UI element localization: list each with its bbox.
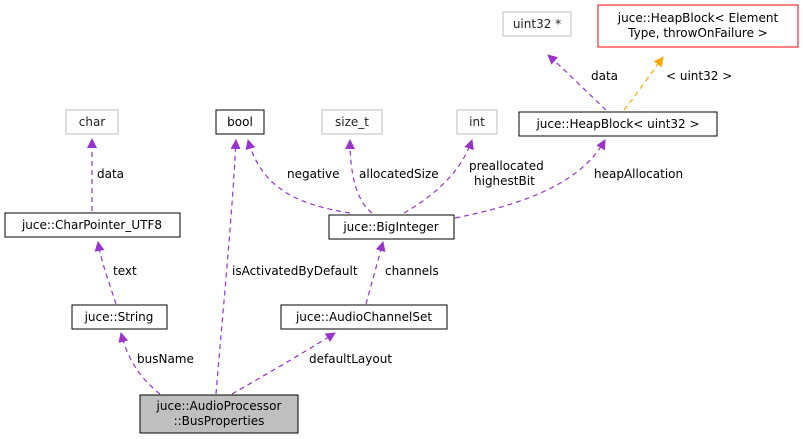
edge-channels [365, 241, 386, 305]
node-biginteger-label: juce::BigInteger [342, 220, 438, 234]
edge-label-template-arg: < uint32 > [666, 69, 732, 83]
edge-negative [245, 139, 351, 214]
node-uint32-ptr[interactable]: uint32 * [502, 11, 572, 37]
edge-template-instance [623, 56, 664, 111]
node-char[interactable]: char [65, 109, 119, 135]
node-size-t-label: size_t [335, 115, 369, 129]
edge-label-preallocated: preallocated [469, 159, 544, 173]
node-heapblock-template[interactable]: juce::HeapBlock< Element Type, throwOnFa… [597, 4, 799, 48]
edge-data-uint32 [547, 54, 607, 111]
node-uint32-ptr-label: uint32 * [513, 17, 561, 31]
edge-heap-allocation [454, 139, 606, 219]
node-heapblock-uint32[interactable]: juce::HeapBlock< uint32 > [518, 111, 718, 137]
node-int-label: int [469, 115, 485, 129]
node-audiochannelset-label: juce::AudioChannelSet [295, 310, 432, 324]
edge-label-bus-name: busName [137, 352, 194, 366]
edge-label-heap-allocation: heapAllocation [594, 167, 683, 181]
edge-default-layout [231, 332, 336, 395]
node-string-label: juce::String [84, 310, 154, 324]
node-heapblock-template-line1: juce::HeapBlock< Element [617, 11, 779, 25]
edge-label-highest-bit: highestBit [474, 174, 535, 188]
edge-is-activated-by-default [215, 139, 241, 395]
node-busproperties-line2: ::BusProperties [174, 414, 265, 428]
node-audiochannelset[interactable]: juce::AudioChannelSet [280, 304, 448, 330]
edge-label-default-layout: defaultLayout [309, 352, 392, 366]
node-charpointer-utf8-label: juce::CharPointer_UTF8 [21, 218, 162, 232]
edge-label-data-uint32: data [591, 69, 618, 83]
edge-label-text: text [113, 264, 137, 278]
edge-label-is-activated-by-default: isActivatedByDefault [232, 264, 358, 278]
node-char-label: char [79, 115, 106, 129]
edge-label-data-char: data [97, 167, 124, 181]
node-busproperties-line1: juce::AudioProcessor [156, 399, 282, 413]
edge-preallocated-highestbit [403, 139, 474, 214]
node-heapblock-template-line2: Type, throwOnFailure > [627, 26, 768, 40]
node-biginteger[interactable]: juce::BigInteger [328, 214, 455, 240]
node-bool-label: bool [227, 115, 253, 129]
edge-text [94, 241, 117, 305]
node-size-t[interactable]: size_t [321, 109, 383, 135]
edge-bus-name [118, 332, 161, 395]
node-bool[interactable]: bool [215, 109, 265, 135]
node-heapblock-uint32-label: juce::HeapBlock< uint32 > [535, 117, 699, 131]
node-busproperties[interactable]: juce::AudioProcessor ::BusProperties [139, 394, 299, 434]
node-string[interactable]: juce::String [71, 304, 168, 330]
edge-label-negative: negative [287, 167, 339, 181]
node-int[interactable]: int [456, 109, 498, 135]
edge-label-allocated-size: allocatedSize [359, 167, 439, 181]
node-charpointer-utf8[interactable]: juce::CharPointer_UTF8 [4, 212, 181, 238]
edge-label-channels: channels [385, 264, 439, 278]
